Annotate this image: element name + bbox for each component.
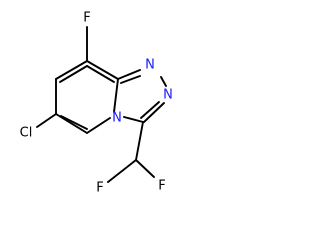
- bond: [86, 60, 119, 80]
- atom-label-n-1: N: [145, 58, 155, 73]
- bond: [160, 76, 167, 87]
- bond: [60, 115, 88, 130]
- bond: [123, 116, 144, 123]
- atom-label-n-bridge: N: [112, 111, 122, 126]
- atom-label-cl: Cl: [20, 126, 33, 141]
- bond: [36, 113, 57, 128]
- bond: [120, 75, 141, 84]
- bond: [107, 159, 137, 183]
- bond: [135, 121, 144, 161]
- atom-label-f-left: F: [96, 181, 103, 196]
- bond: [55, 60, 88, 80]
- molecule-structure: F N N N Cl F F: [20, 11, 173, 196]
- atom-label-n-2: N: [163, 88, 173, 103]
- bond: [117, 69, 141, 80]
- atom-label-f-top: F: [83, 11, 90, 26]
- bond: [86, 65, 115, 83]
- atom-label-f-right: F: [158, 179, 165, 194]
- bond: [140, 101, 160, 119]
- bond: [55, 113, 88, 134]
- bond: [135, 159, 155, 178]
- bond: [59, 65, 88, 83]
- bond: [113, 78, 119, 113]
- bond: [143, 102, 165, 123]
- bond: [86, 117, 111, 134]
- molecule-canvas: F N N N Cl F F: [19, 10, 173, 196]
